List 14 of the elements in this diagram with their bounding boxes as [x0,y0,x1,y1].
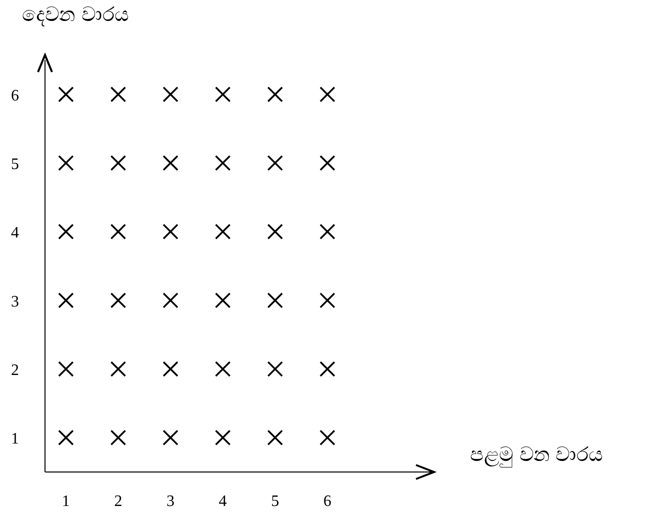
tick-label: 3 [166,493,175,510]
tick-label: 1 [11,430,19,448]
axis-title: පළමු වන වාරය [470,442,603,466]
tick-label: 6 [323,493,332,510]
tick-label: 4 [218,493,227,510]
tick-label: 3 [11,293,19,310]
tick-label: 1 [62,493,70,510]
tick-label: 5 [271,493,280,510]
tick-label: 5 [11,156,19,173]
tick-label: 2 [114,493,122,510]
tick-label: 6 [11,87,19,104]
axis-title: දෙවන වාරය [22,2,128,26]
tick-label: 2 [11,362,19,379]
tick-label: 4 [11,224,19,242]
